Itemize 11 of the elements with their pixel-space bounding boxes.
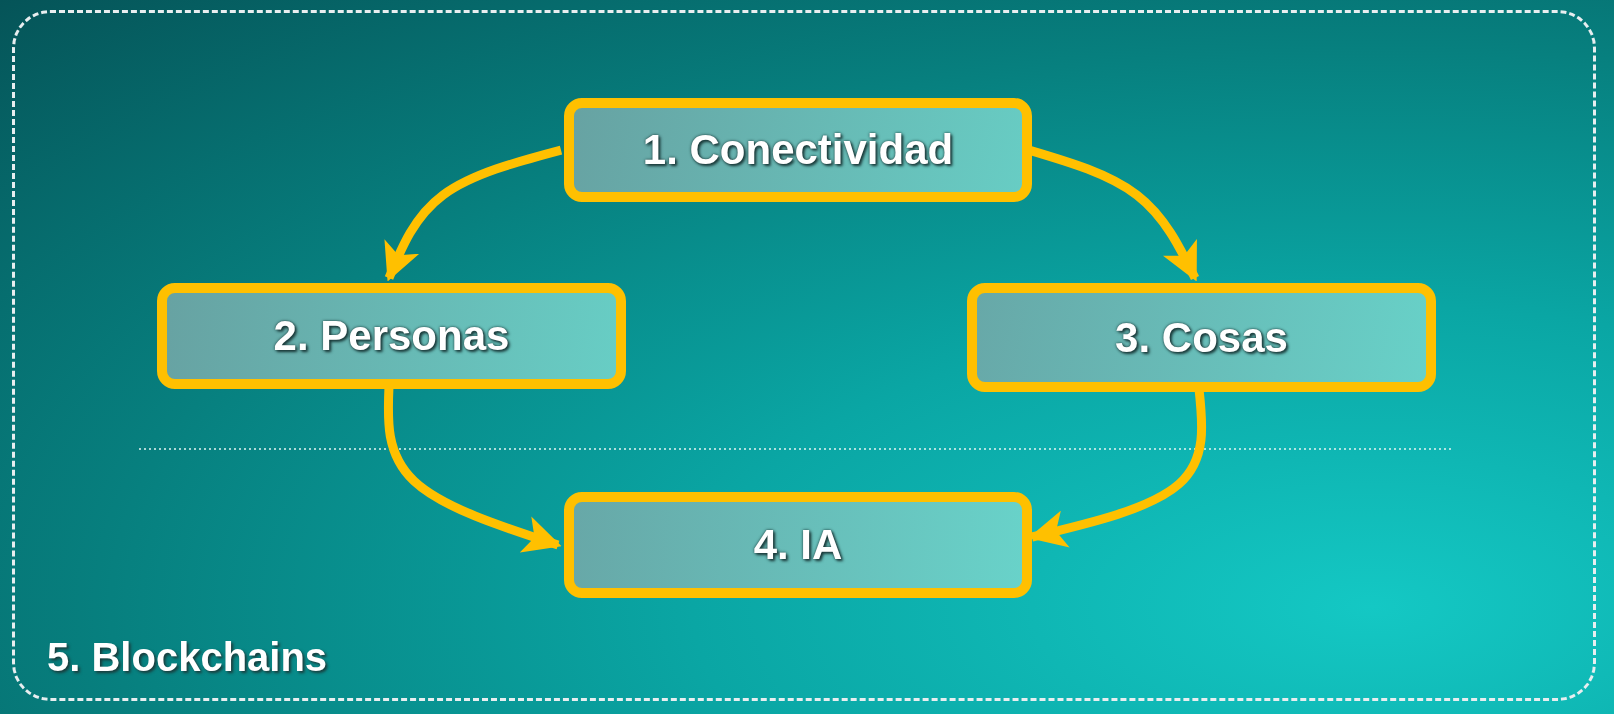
process-box [967, 283, 1436, 392]
frame-title: 5. Blockchains [47, 635, 328, 680]
process-box [157, 283, 626, 389]
box-label: 1. Conectividad [642, 126, 954, 174]
process-box [564, 492, 1032, 598]
box-label: 2. Personas [273, 312, 510, 360]
dashed-frame [12, 10, 1596, 701]
box-label: 3. Cosas [1115, 313, 1288, 362]
box-label: 4. IA [753, 521, 843, 569]
arrow [384, 145, 563, 282]
process-box [564, 98, 1032, 202]
